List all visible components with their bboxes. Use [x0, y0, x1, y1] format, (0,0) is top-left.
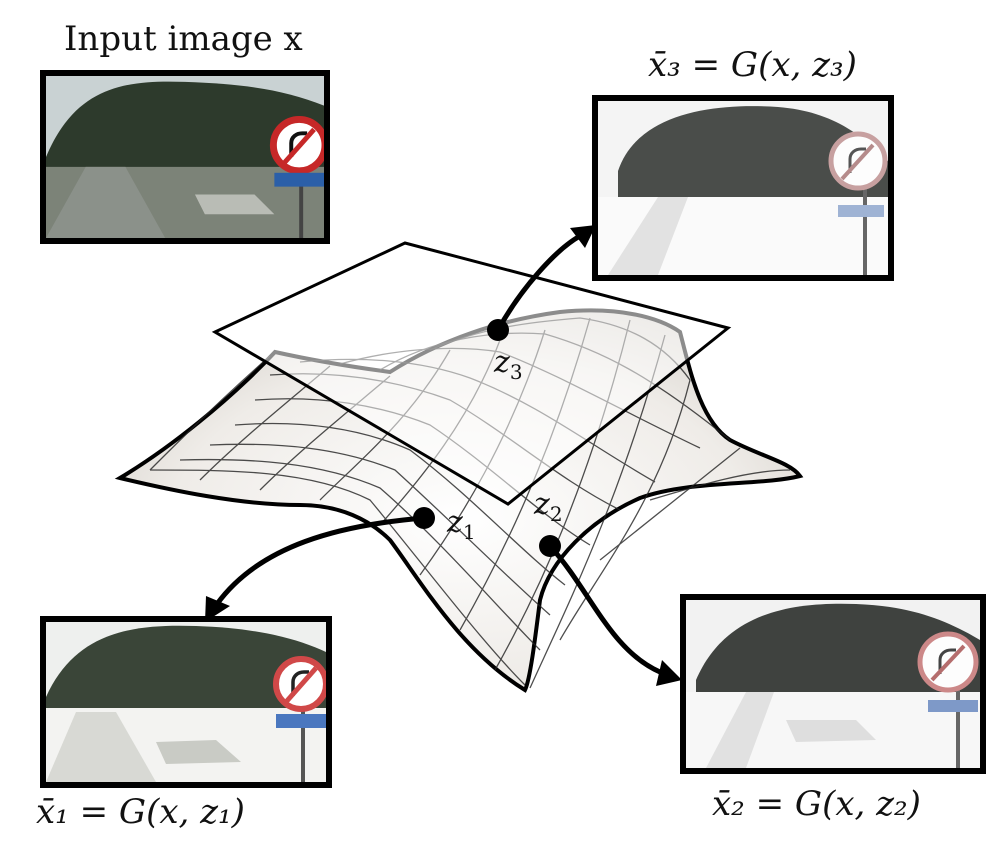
output-image-2: [680, 594, 986, 774]
point-z1[interactable]: [413, 507, 435, 529]
label-z1: z1: [447, 505, 476, 544]
label-z2: z2: [534, 487, 563, 526]
arrow-z3-to-out3: [495, 225, 596, 332]
output-image-3: [592, 95, 894, 281]
point-z3[interactable]: [487, 319, 509, 341]
arrow-z1-to-out1: [205, 515, 425, 622]
input-image: [40, 70, 330, 244]
tangent-plane: [211, 241, 732, 506]
caption-input: Input image x: [64, 19, 303, 59]
label-z3: z3: [494, 345, 523, 384]
arrow-z2-to-out2: [548, 544, 682, 686]
caption-out1: x̄₁ = G(x, z₁): [36, 792, 245, 832]
caption-out2: x̄₂ = G(x, z₂): [712, 784, 921, 824]
point-z2[interactable]: [539, 535, 561, 557]
output-image-1: [40, 616, 332, 788]
caption-out3: x̄₃ = G(x, z₃): [648, 45, 857, 85]
